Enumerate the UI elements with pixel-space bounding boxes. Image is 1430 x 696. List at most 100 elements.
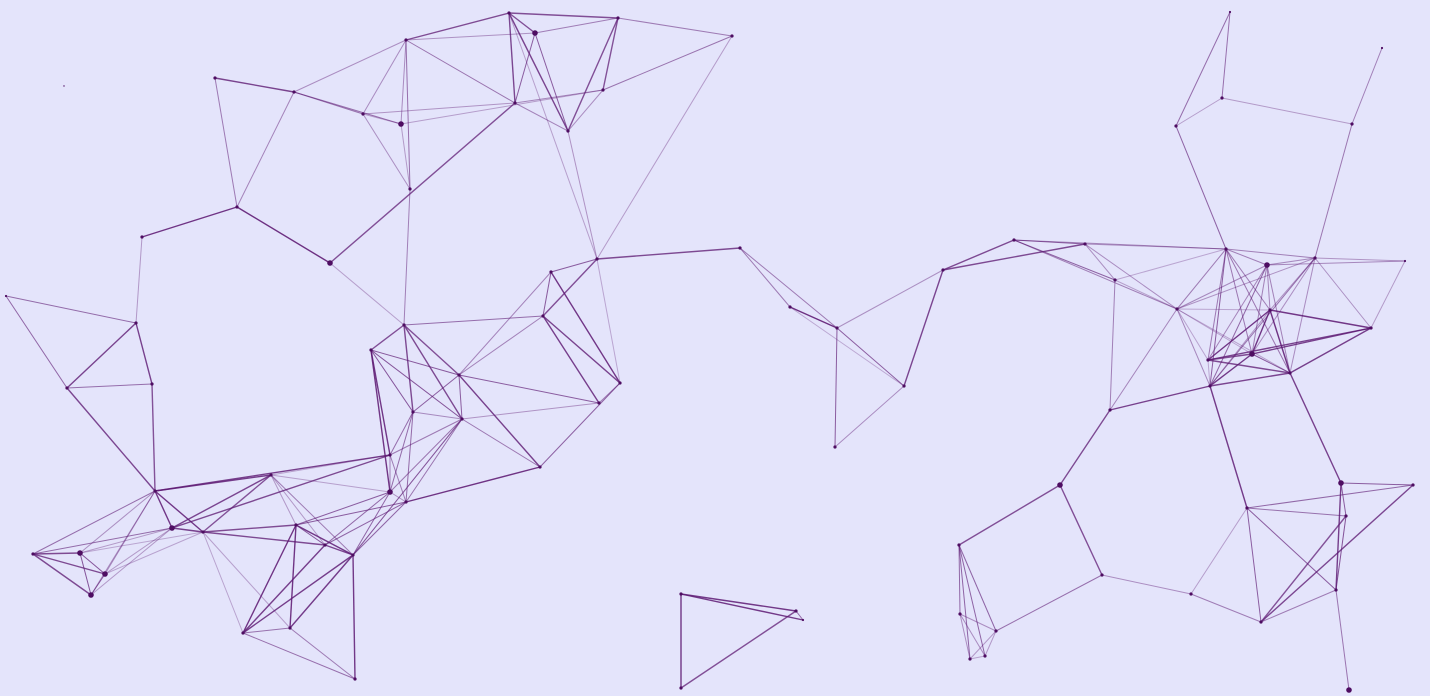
network-edge: [362, 113, 402, 125]
network-edge: [1175, 97, 1223, 127]
network-node: [1369, 326, 1373, 330]
network-node: [983, 654, 987, 658]
network-node: [1288, 371, 1292, 375]
network-edge: [958, 544, 971, 660]
network-edge: [370, 349, 460, 376]
network-edge: [400, 123, 411, 190]
network-node: [968, 657, 972, 661]
network-node: [595, 257, 599, 261]
network-node: [294, 523, 298, 527]
network-edge: [508, 12, 619, 19]
network-node: [679, 592, 683, 596]
network-node: [169, 525, 175, 531]
network-edge: [329, 262, 405, 326]
network-edge: [151, 383, 156, 492]
network-node: [77, 550, 83, 556]
network-edge: [550, 271, 621, 384]
network-edge: [202, 531, 326, 546]
network-edge: [1101, 574, 1192, 595]
network-edge: [90, 490, 156, 596]
network-edge: [66, 322, 137, 389]
network-node: [150, 382, 154, 386]
network-node: [235, 205, 239, 209]
network-node: [601, 88, 605, 92]
network-edge: [1176, 308, 1253, 355]
network-node: [288, 626, 292, 630]
network-node: [833, 445, 837, 449]
network-edge: [135, 322, 153, 385]
network-edge: [1266, 260, 1406, 266]
network-edge: [1207, 359, 1211, 387]
network-node: [1206, 358, 1210, 362]
network-node: [801, 618, 805, 622]
network-edge: [370, 349, 463, 420]
network-edge: [1335, 589, 1350, 691]
network-edge: [79, 531, 204, 554]
network-node: [597, 401, 601, 405]
network-edge: [567, 89, 604, 132]
network-edge: [32, 553, 106, 575]
network-edge: [1351, 47, 1383, 125]
network-edge: [295, 524, 354, 556]
network-node: [65, 386, 69, 390]
network-edge: [242, 544, 326, 634]
network-node: [404, 38, 408, 42]
network-edge: [329, 102, 516, 264]
network-node: [902, 384, 906, 388]
network-node: [1344, 514, 1348, 518]
network-edge: [534, 32, 569, 132]
network-edge: [789, 306, 905, 387]
network-edge: [1209, 248, 1227, 387]
network-node: [1411, 483, 1415, 487]
network-edge: [79, 527, 173, 554]
network-edge: [412, 374, 460, 413]
network-node: [241, 631, 245, 635]
network-edge: [324, 544, 354, 556]
network-edge: [1059, 409, 1111, 486]
network-node: [1264, 262, 1270, 268]
network-edge: [1225, 248, 1268, 266]
network-edge: [539, 382, 621, 468]
network-edge: [1370, 260, 1406, 329]
network-edge: [739, 247, 838, 329]
network-edge: [834, 327, 838, 448]
network-edge: [789, 306, 838, 329]
network-edge: [362, 102, 516, 115]
network-node: [102, 571, 108, 577]
network-edge: [236, 206, 331, 264]
network-edge: [403, 188, 411, 326]
network-edge: [1207, 359, 1291, 374]
network-edge: [1314, 123, 1353, 259]
network-edge: [171, 527, 204, 533]
network-edge: [104, 527, 173, 575]
network-node: [1108, 408, 1112, 412]
network-node: [730, 34, 734, 38]
network-edge: [289, 554, 354, 629]
network-edge: [1289, 327, 1372, 374]
network-edge: [534, 17, 619, 34]
network-edge: [1176, 257, 1316, 310]
network-edge: [1190, 507, 1248, 595]
network-edge: [202, 474, 272, 533]
network-edge: [5, 295, 68, 389]
network-node: [1220, 96, 1224, 100]
network-node: [213, 76, 217, 80]
network-edge: [389, 411, 414, 456]
network-edge: [739, 247, 791, 308]
network-node: [994, 629, 998, 633]
network-edge: [596, 258, 621, 384]
network-edge: [1266, 264, 1271, 311]
network-node: [616, 16, 620, 20]
network-edge: [458, 374, 541, 468]
network-edge: [969, 630, 997, 660]
network-edge: [370, 349, 391, 493]
network-edge: [1225, 248, 1253, 355]
network-node: [402, 323, 406, 327]
network-edge: [214, 77, 238, 208]
network-edge: [79, 552, 92, 596]
network-edge: [1013, 239, 1086, 245]
network-edge: [1314, 257, 1372, 329]
network-edge: [508, 12, 516, 104]
network-edge: [1251, 353, 1291, 374]
network-node: [408, 187, 412, 191]
